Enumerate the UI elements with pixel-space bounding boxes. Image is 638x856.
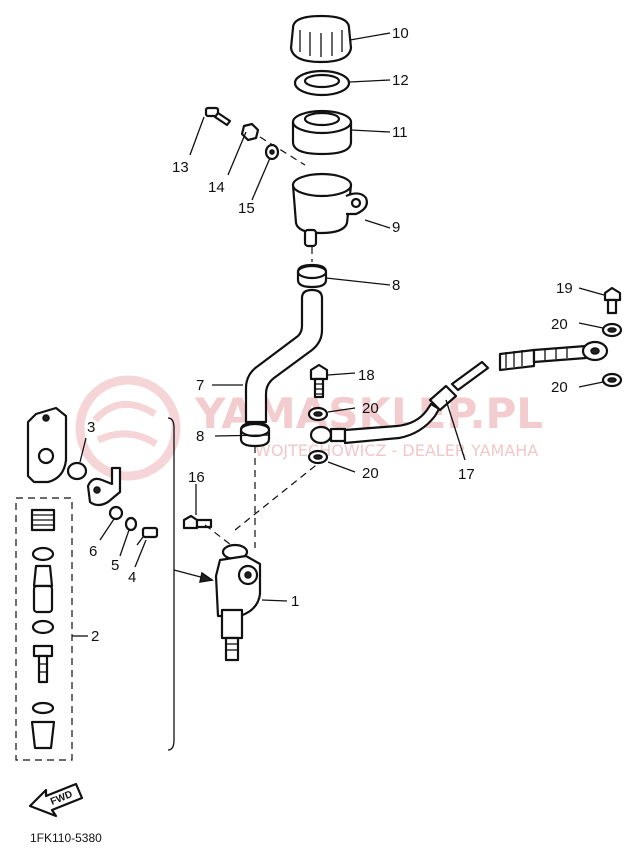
callout-8-lower: 8: [196, 428, 204, 445]
part-18-union-bolt: [309, 363, 329, 399]
callout-1: 1: [291, 593, 299, 610]
part-1-master-cylinder: [214, 543, 262, 662]
push-rod-bracket: [86, 466, 122, 507]
callout-14: 14: [208, 179, 225, 196]
callout-7: 7: [196, 377, 204, 394]
callout-10: 10: [392, 25, 409, 42]
part-14-nut: [240, 122, 260, 142]
part-11-diaphragm: [291, 109, 353, 156]
callout-6: 6: [89, 543, 97, 560]
part-20-gasket-d: [601, 372, 623, 388]
callout-20-a: 20: [362, 400, 379, 417]
watermark-logo: [75, 375, 181, 481]
callout-19: 19: [556, 280, 573, 297]
callout-20-d: 20: [551, 379, 568, 396]
part-13-bolt: [204, 106, 232, 127]
callout-labels: 1 2 3 4 5 6 7 8 8 9 10 11 12 13 14 15 16…: [87, 25, 573, 645]
part-8-hose-clip-lower: [239, 421, 271, 448]
callout-11: 11: [392, 124, 408, 141]
callout-8-upper: 8: [392, 277, 400, 294]
callout-3: 3: [87, 419, 95, 436]
part-15-washer: [264, 143, 280, 161]
part-6-washer: [108, 505, 124, 521]
callout-13: 13: [172, 159, 189, 176]
part-17-brake-hose: [309, 340, 609, 445]
part-2-cylinder-kit: [15, 497, 73, 761]
part-3-o-ring: [66, 461, 88, 481]
part-5-washer: [124, 516, 138, 532]
callout-5: 5: [111, 557, 119, 574]
callout-20-b: 20: [362, 465, 379, 482]
part-19-union-bolt: [603, 286, 622, 315]
callout-20-c: 20: [551, 316, 568, 333]
part-9-reservoir: [291, 172, 368, 248]
forward-arrow-icon: FWD: [28, 782, 84, 818]
leader-lines: [72, 32, 605, 637]
diagram-code: 1FK110-5380: [30, 831, 102, 845]
part-20-gasket-c: [601, 322, 623, 338]
part-8-hose-clip-upper: [296, 263, 328, 289]
callout-15: 15: [238, 200, 255, 217]
callout-16: 16: [188, 469, 205, 486]
callout-17: 17: [458, 466, 475, 483]
callout-9: 9: [392, 219, 400, 236]
part-16-bolt: [182, 514, 213, 530]
part-4-bolt: [136, 526, 159, 546]
part-12-diaphragm-plate: [293, 69, 351, 97]
callout-4: 4: [128, 569, 136, 586]
part-20-gasket-a: [307, 406, 329, 422]
callout-12: 12: [392, 72, 409, 89]
watermark-subtitle: WOJTECHOWICZ - DEALER YAMAHA: [255, 441, 538, 460]
assembly-bracket: [167, 417, 175, 751]
callout-18: 18: [358, 367, 375, 384]
callout-2: 2: [91, 628, 99, 645]
part-10-reservoir-cap: [289, 14, 353, 64]
cylinder-body-detail: [26, 406, 68, 484]
part-20-gasket-b: [307, 449, 329, 465]
part-7-reservoir-hose: [244, 288, 324, 424]
